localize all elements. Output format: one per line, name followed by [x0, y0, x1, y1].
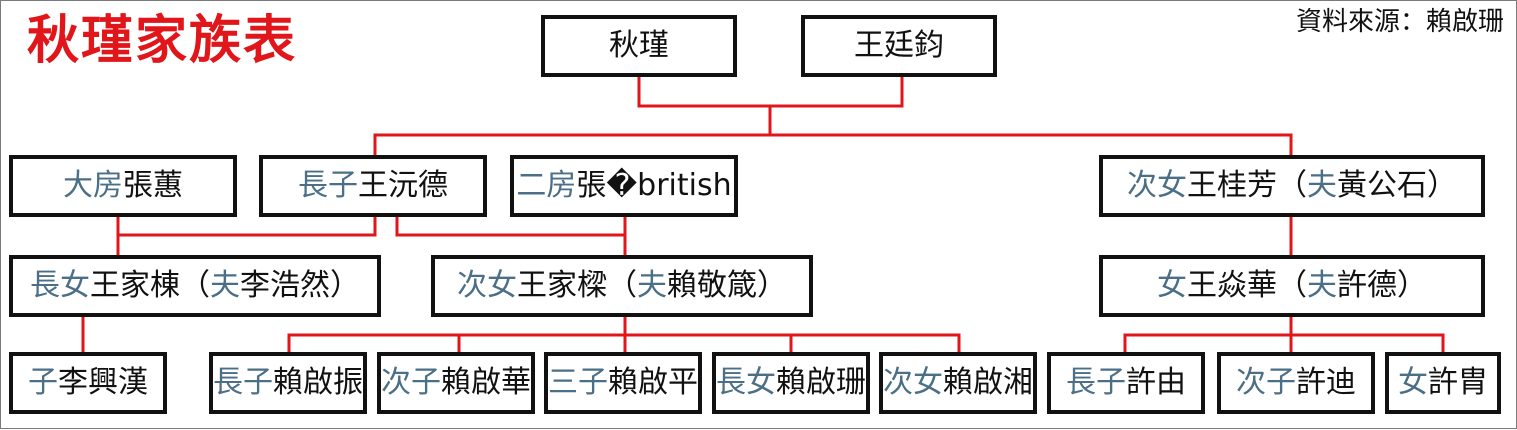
node-relation: 三子: [548, 365, 608, 400]
node-spouse-relation: 夫: [637, 268, 667, 303]
node-spouse: 李浩然）: [240, 268, 360, 303]
node-relation: 長女: [716, 365, 776, 400]
node-name: 王焱華（: [1187, 268, 1307, 303]
node-name: 王廷鈞: [854, 28, 944, 63]
node-spouse-relation: 夫: [1307, 168, 1337, 203]
node-relation: 長子: [298, 168, 358, 203]
node-xu-di: 次子許迪: [1217, 352, 1375, 414]
node-relation: 長子: [213, 365, 273, 400]
node-relation: 大房: [63, 168, 123, 203]
node-name: 王家樑（: [517, 268, 637, 303]
node-xu-zhou: 女許胄: [1385, 352, 1501, 414]
node-relation: 長子: [1066, 365, 1126, 400]
node-relation: 次女: [1127, 168, 1187, 203]
node-name: 秋瑾: [609, 28, 669, 63]
node-lai-qishan: 長女賴啟珊: [712, 352, 870, 414]
node-name: 賴啟華: [441, 365, 531, 400]
node-name: 王沅德: [358, 168, 448, 203]
node-name: 許迪: [1296, 365, 1356, 400]
connector-gen2-bar: [373, 133, 1293, 158]
node-name: 李興漢: [58, 365, 148, 400]
node-second-dau-wang-guifang: 次女王桂芳（夫黃公石）: [1099, 155, 1485, 217]
node-lai-qiping: 三子賴啟平: [544, 352, 702, 414]
connector-lai-bar: [287, 314, 961, 355]
node-eldest-son-wang-yuande: 長子王沅德: [259, 155, 487, 217]
node-name: 許胄: [1428, 365, 1488, 400]
node-spouse: 許德）: [1337, 268, 1427, 303]
node-eldest-dau-wang-jiadong: 長女王家棟（夫李浩然）: [9, 255, 381, 317]
node-relation: 女: [1398, 365, 1428, 400]
node-spouse: 賴敬箴）: [667, 268, 787, 303]
node-spouse-relation: 夫: [1307, 268, 1337, 303]
node-name: 張�british: [576, 168, 732, 203]
node-lai-qihua: 次子賴啟華: [377, 352, 535, 414]
node-relation: 長女: [30, 268, 90, 303]
node-name: 賴啟珊: [776, 365, 866, 400]
node-name: 賴啟振: [273, 365, 363, 400]
node-qiujin: 秋瑾: [541, 15, 737, 77]
node-wang-tingjun: 王廷鈞: [801, 15, 997, 77]
node-dau-wang-yanhua: 女王焱華（夫許德）: [1099, 255, 1485, 317]
node-lai-qizhen: 長子賴啟振: [209, 352, 367, 414]
node-relation: 二房: [516, 168, 577, 203]
connector-xu-bar: [1123, 314, 1445, 355]
node-relation: 次子: [1236, 365, 1296, 400]
node-name: 王桂芳（: [1187, 168, 1307, 203]
node-relation: 女: [1157, 268, 1187, 303]
node-name: 賴啟湘: [943, 365, 1033, 400]
connector-parents: [637, 74, 904, 108]
node-xu-you: 長子許由: [1047, 352, 1205, 414]
node-name: 張蕙: [123, 168, 183, 203]
node-erfang: 二房張�british: [510, 155, 738, 217]
node-relation: 次子: [381, 365, 441, 400]
node-relation: 次女: [883, 365, 943, 400]
node-name: 賴啟平: [608, 365, 698, 400]
connector-dafang: [116, 214, 377, 237]
node-son-li-xinghan: 子李興漢: [9, 352, 167, 414]
node-relation: 子: [28, 365, 58, 400]
node-lai-qixiang: 次女賴啟湘: [879, 352, 1037, 414]
source-credit: 資料來源：賴啟珊: [1295, 7, 1504, 37]
node-dafang-zhanghui: 大房張蕙: [9, 155, 237, 217]
node-name: 王家棟（: [90, 268, 210, 303]
node-spouse-relation: 夫: [210, 268, 240, 303]
node-relation: 次女: [457, 268, 517, 303]
node-second-dau-wang-jialiang: 次女王家樑（夫賴敬箴）: [431, 255, 813, 317]
node-spouse: 黃公石）: [1337, 168, 1457, 203]
node-name: 許由: [1126, 365, 1186, 400]
page-title: 秋瑾家族表: [27, 11, 298, 71]
connector-erfang: [395, 214, 627, 237]
